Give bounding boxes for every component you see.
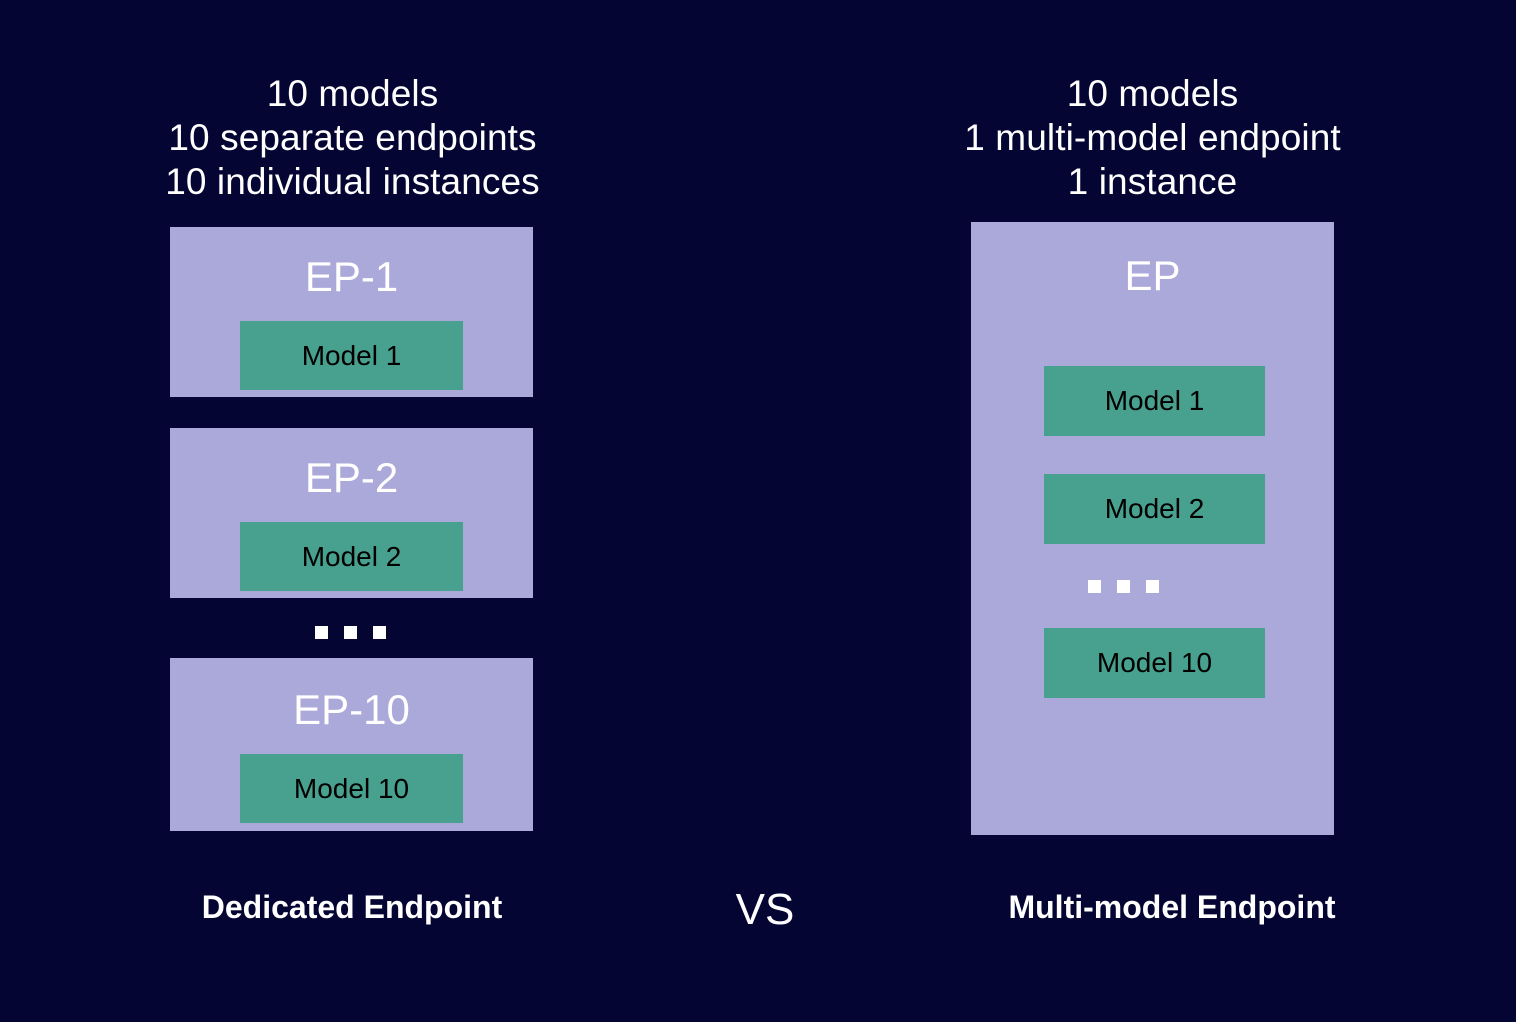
endpoint-box-ep-1: EP-1 Model 1 — [170, 227, 533, 397]
right-header-line-3: 1 instance — [1067, 161, 1238, 202]
right-header-line-1: 10 models — [1066, 73, 1239, 114]
left-header-line-2: 10 separate endpoints — [168, 117, 537, 158]
model-box-ep-10: Model 10 — [240, 754, 463, 823]
versus-label: VS — [735, 885, 795, 934]
model-label-multi-2: Model 2 — [1104, 493, 1205, 524]
model-label-multi-10: Model 10 — [1096, 647, 1213, 678]
left-ellipsis — [315, 626, 386, 639]
endpoint-title-multi-model: EP — [1124, 252, 1181, 299]
model-box-multi-2: Model 2 — [1044, 474, 1265, 544]
right-header-line-2: 1 multi-model endpoint — [964, 117, 1341, 158]
endpoint-title-ep-2: EP-2 — [304, 454, 399, 501]
model-label-ep-2: Model 2 — [301, 540, 402, 572]
endpoint-title-ep-1: EP-1 — [304, 253, 399, 300]
left-header-line-3: 10 individual instances — [165, 161, 540, 202]
right-ellipsis-square-2 — [1117, 580, 1130, 593]
endpoint-box-ep-10: EP-10 Model 10 — [170, 658, 533, 831]
left-caption: Dedicated Endpoint — [201, 889, 503, 925]
right-caption: Multi-model Endpoint — [1008, 889, 1336, 925]
left-ellipsis-square-1 — [315, 626, 328, 639]
right-ellipsis-square-3 — [1146, 580, 1159, 593]
model-label-multi-1: Model 1 — [1104, 385, 1205, 416]
model-box-ep-2: Model 2 — [240, 522, 463, 591]
right-ellipsis — [1088, 580, 1159, 593]
right-header: 10 models 1 multi-model endpoint 1 insta… — [910, 72, 1395, 204]
left-ellipsis-square-3 — [373, 626, 386, 639]
model-box-multi-1: Model 1 — [1044, 366, 1265, 436]
model-box-ep-1: Model 1 — [240, 321, 463, 390]
left-header-line-1: 10 models — [266, 73, 439, 114]
model-box-multi-10: Model 10 — [1044, 628, 1265, 698]
endpoint-box-ep-2: EP-2 Model 2 — [170, 428, 533, 598]
model-label-ep-10: Model 10 — [293, 772, 410, 804]
model-label-ep-1: Model 1 — [301, 339, 402, 371]
right-ellipsis-square-1 — [1088, 580, 1101, 593]
endpoint-box-multi-model: EP Model 1 Model 2 Model 10 — [971, 222, 1334, 835]
left-ellipsis-square-2 — [344, 626, 357, 639]
endpoint-title-ep-10: EP-10 — [293, 686, 410, 733]
left-header: 10 models 10 separate endpoints 10 indiv… — [110, 72, 595, 204]
